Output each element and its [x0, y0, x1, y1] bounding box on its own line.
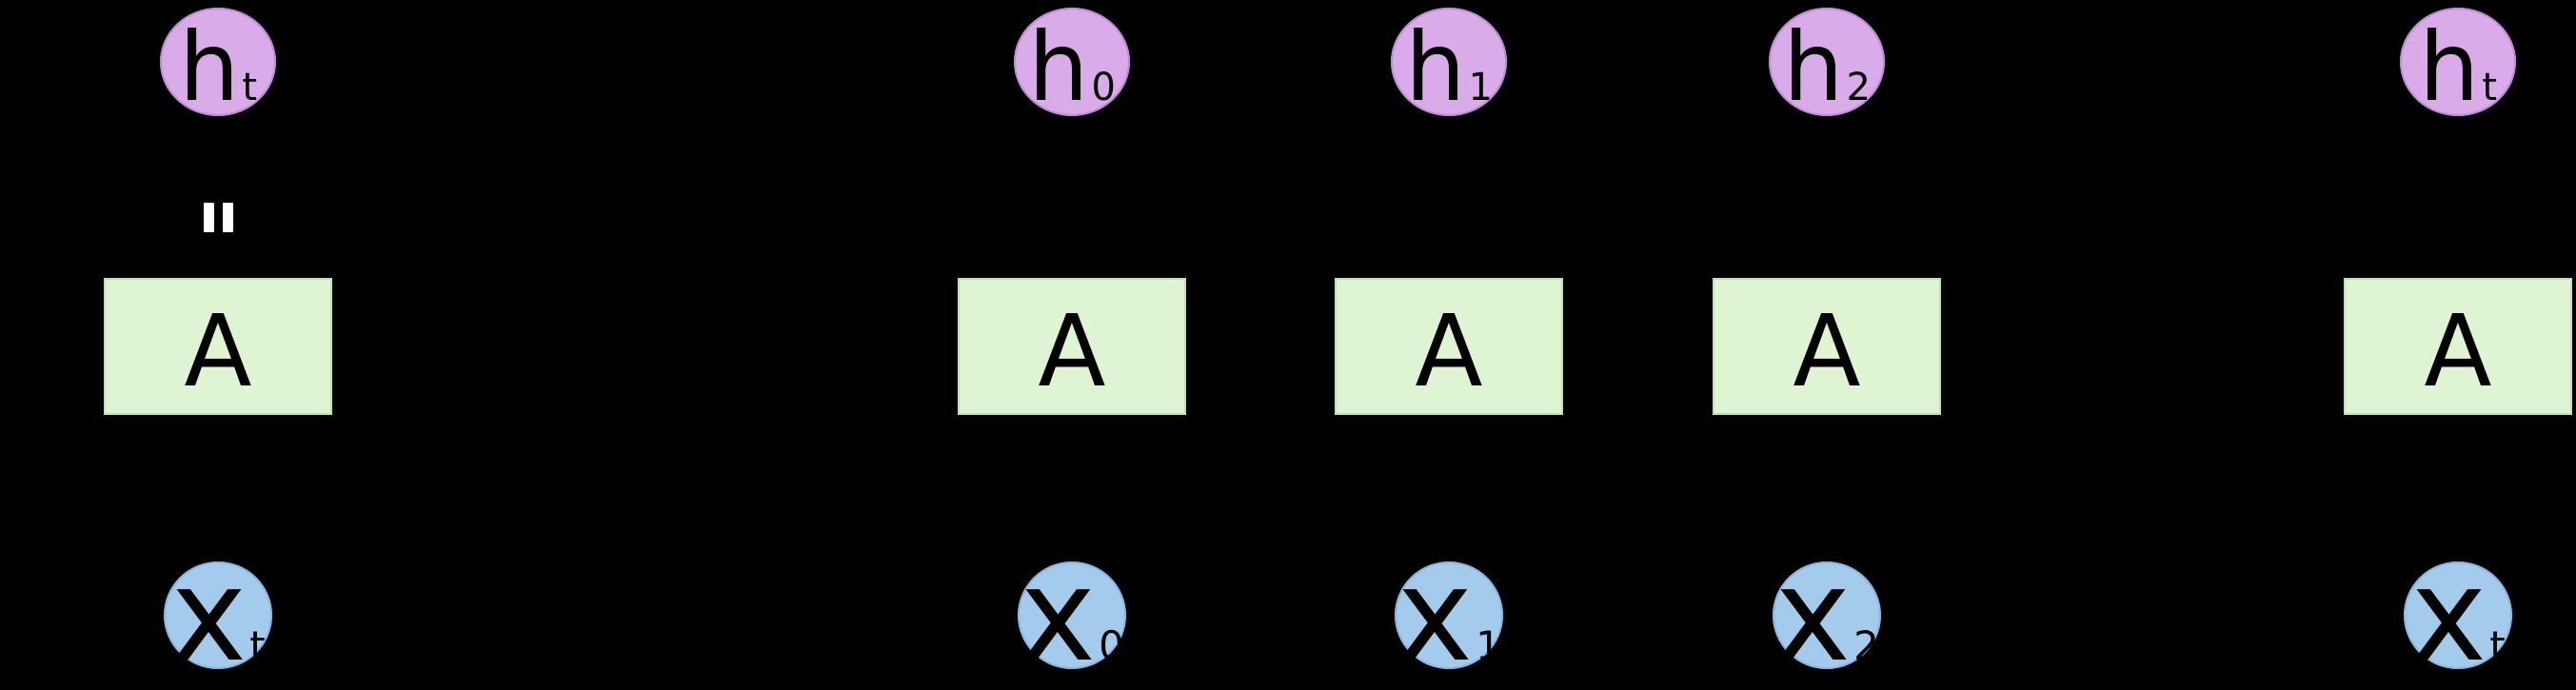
rnn-cell-box: A: [2344, 278, 2572, 415]
hidden-state-subscript: t: [242, 66, 258, 109]
rnn-unit: h 1 A x 1: [1333, 0, 1565, 680]
equals-bar: [222, 203, 233, 232]
hidden-state-subscript: 1: [1468, 66, 1493, 109]
input-node: x t: [2404, 551, 2512, 680]
input-letter: x: [1020, 541, 1097, 690]
hidden-state-node: h 1: [1391, 8, 1507, 116]
input-subscript: 2: [1853, 622, 1879, 669]
hidden-state-label: h 1: [1405, 20, 1493, 115]
input-node: x 1: [1395, 551, 1503, 680]
rnn-unit: h t A x t: [102, 0, 334, 680]
input-letter: x: [170, 541, 248, 690]
input-letter: x: [1774, 541, 1852, 690]
input-label: x t: [2410, 551, 2505, 680]
hidden-state-label: h 2: [1783, 20, 1871, 115]
cell-box-label: A: [1793, 293, 1861, 409]
hidden-state-subscript: 0: [1091, 66, 1116, 109]
input-subscript: 0: [1099, 622, 1124, 669]
input-node: x 0: [1018, 551, 1126, 680]
equals-symbol: [102, 203, 334, 232]
equals-bar: [203, 203, 214, 232]
rnn-unit: h 2 A x 2: [1711, 0, 1943, 680]
rnn-cell-box: A: [958, 278, 1186, 415]
hidden-state-letter: h: [178, 11, 240, 123]
hidden-state-letter: h: [1028, 11, 1089, 123]
input-node: x 2: [1773, 551, 1881, 680]
rnn-unit: h 0 A x 0: [956, 0, 1188, 680]
hidden-state-node: h 2: [1769, 8, 1885, 116]
rnn-cell-box: A: [1335, 278, 1563, 415]
input-subscript: t: [249, 622, 266, 669]
hidden-state-label: h t: [179, 20, 257, 115]
input-label: x t: [170, 551, 265, 680]
hidden-state-node: h t: [160, 8, 276, 116]
cell-box-label: A: [1038, 293, 1106, 409]
rnn-cell-box: A: [1713, 278, 1941, 415]
input-label: x 2: [1774, 551, 1879, 680]
hidden-state-letter: h: [2418, 11, 2480, 123]
hidden-state-label: h t: [2419, 20, 2497, 115]
input-letter: x: [2410, 541, 2487, 690]
hidden-state-letter: h: [1783, 11, 1844, 123]
hidden-state-subscript: 2: [1846, 66, 1871, 109]
input-letter: x: [1397, 541, 1474, 690]
cell-box-label: A: [2424, 293, 2492, 409]
hidden-state-node: h 0: [1014, 8, 1130, 116]
hidden-state-subscript: t: [2482, 66, 2498, 109]
input-label: x 0: [1020, 551, 1124, 680]
rnn-unit: h t A x t: [2342, 0, 2574, 680]
cell-box-label: A: [1415, 293, 1483, 409]
hidden-state-letter: h: [1405, 11, 1466, 123]
rnn-cell-box: A: [104, 278, 332, 415]
cell-box-label: A: [184, 293, 252, 409]
input-label: x 1: [1397, 551, 1501, 680]
hidden-state-label: h 0: [1028, 20, 1116, 115]
input-subscript: t: [2489, 622, 2506, 669]
input-subscript: 1: [1476, 622, 1501, 669]
input-node: x t: [164, 551, 272, 680]
hidden-state-node: h t: [2400, 8, 2516, 116]
